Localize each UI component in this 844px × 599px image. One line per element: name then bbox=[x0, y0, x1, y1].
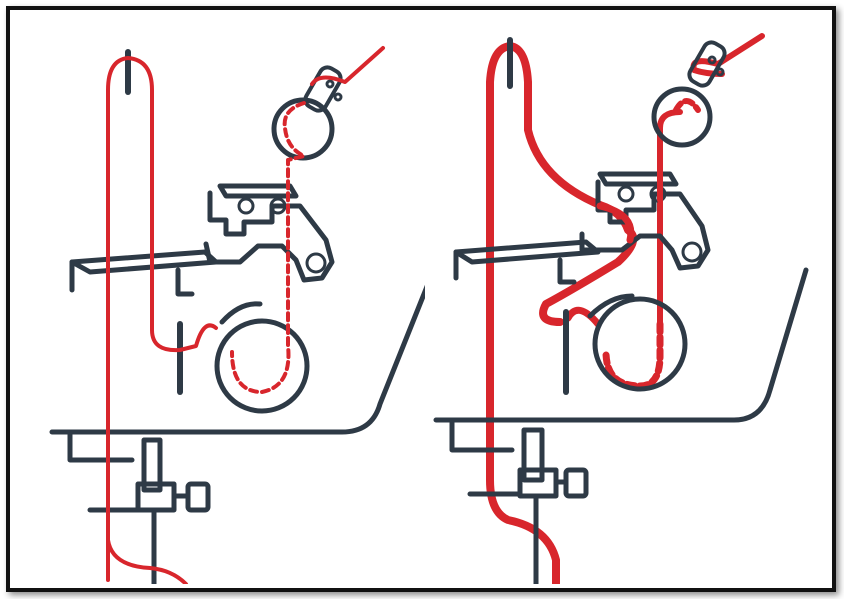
take-up-top bbox=[217, 183, 299, 199]
thread-segment-upper bbox=[106, 56, 218, 582]
take-up-bracket bbox=[579, 179, 711, 271]
tension-dial bbox=[214, 318, 310, 414]
arm-bracket bbox=[453, 249, 577, 285]
tension-disc bbox=[651, 86, 713, 148]
plate-hole-icon bbox=[333, 92, 343, 102]
take-up-bracket bbox=[203, 190, 335, 283]
thread-segment-disc bbox=[673, 98, 701, 113]
thread-arm bbox=[69, 249, 219, 275]
thread-path-right bbox=[486, 33, 765, 584]
thread-segment-dial bbox=[230, 324, 291, 394]
thread-segment-needle bbox=[106, 538, 188, 584]
clamp-screw bbox=[563, 467, 589, 499]
thread-segment-dial bbox=[602, 320, 664, 390]
arm-bracket bbox=[69, 259, 195, 297]
check-spring-hook bbox=[219, 301, 263, 325]
screw-icon bbox=[237, 197, 255, 215]
check-spring-hook bbox=[587, 293, 635, 319]
plate-hole-icon bbox=[325, 79, 335, 89]
screw-icon bbox=[269, 197, 287, 215]
thread-segment-main bbox=[486, 42, 638, 584]
thread-path-right-over bbox=[596, 157, 663, 244]
screw-icon bbox=[617, 185, 635, 203]
screw-icon bbox=[681, 241, 703, 263]
screw-icon bbox=[305, 252, 327, 274]
thread-segment-takeup bbox=[596, 202, 635, 244]
thread-path-left bbox=[106, 46, 385, 584]
plate-hole-icon bbox=[715, 67, 725, 77]
thread-segment-tension bbox=[282, 101, 306, 328]
presser-foot-lever bbox=[449, 417, 515, 453]
machine-outline bbox=[49, 284, 425, 435]
machine-body-right bbox=[433, 37, 809, 584]
needle-bar bbox=[141, 437, 163, 493]
thread-segment-top bbox=[690, 33, 765, 77]
diagram-panel-right bbox=[433, 33, 809, 584]
tension-dial bbox=[592, 296, 688, 392]
machine-body-left bbox=[49, 49, 425, 584]
thread-arm bbox=[453, 239, 601, 265]
clamp-screw bbox=[185, 481, 211, 513]
needle-bar bbox=[521, 427, 545, 483]
plate-hole-icon bbox=[707, 55, 717, 65]
thread-segment-top bbox=[310, 46, 385, 86]
diagram-panel-left bbox=[49, 46, 425, 584]
machine-outline bbox=[433, 267, 809, 423]
presser-foot-lever bbox=[67, 429, 135, 463]
take-up-top bbox=[597, 171, 679, 187]
thread-segment-spring bbox=[564, 306, 602, 328]
